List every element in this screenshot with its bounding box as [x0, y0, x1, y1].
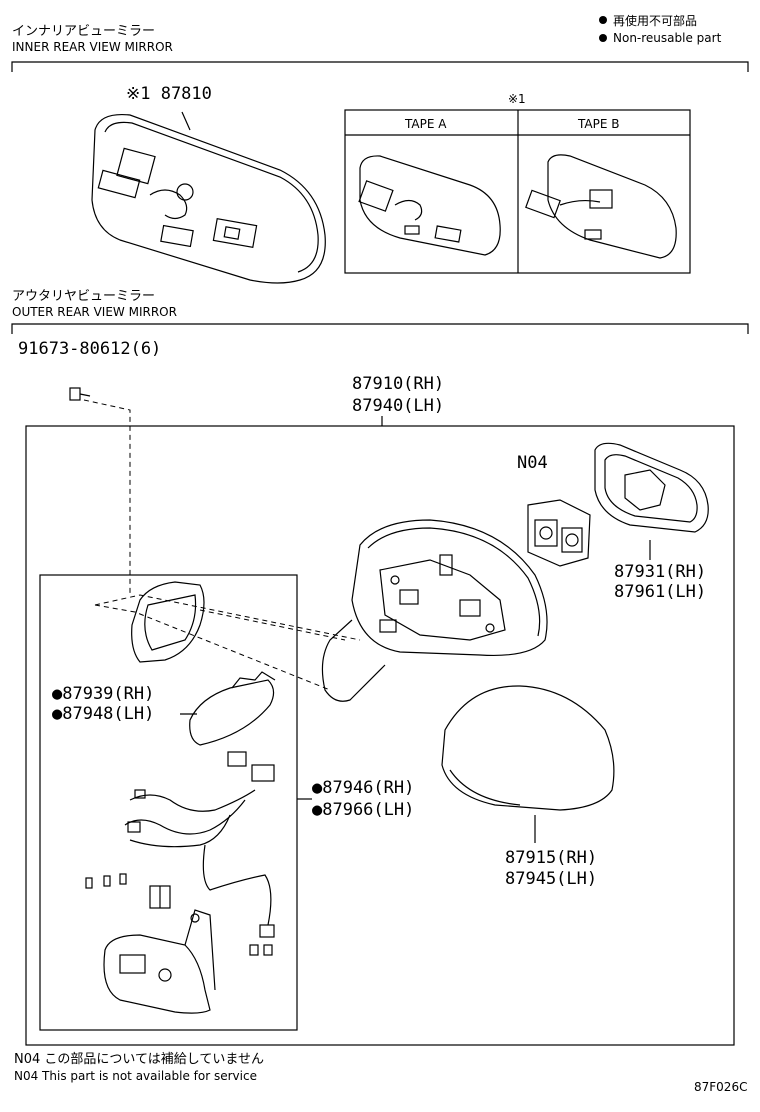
inner-section-rule: [11, 61, 749, 72]
lamp-lh-part-number: ●87948(LH): [52, 704, 155, 724]
cover-rh-part-number: 87915(RH): [505, 848, 598, 868]
screw-dash-line: [83, 399, 131, 595]
tape-b-mirror-drawing: [525, 154, 677, 259]
assy-rh-part-number: 87910(RH): [352, 374, 445, 394]
lamp-rh-part-number: ●87939(RH): [52, 684, 155, 704]
motor-drawing: [527, 499, 591, 567]
outer-title-jp: アウタリヤビューミラー: [12, 289, 156, 304]
glass-lh-part-number: 87961(LH): [614, 582, 707, 602]
screw-part-number: 91673-80612(6): [18, 339, 162, 359]
inner-mirror-drawing: [91, 111, 326, 284]
outer-assy-box: [25, 425, 735, 1046]
diagram-code: 87F026C: [694, 1080, 748, 1094]
glass-rh-part-number: 87931(RH): [614, 562, 707, 582]
lamp-frame-drawing: [131, 581, 205, 663]
clip-drawing: [149, 885, 171, 909]
small-screws-drawing: [85, 873, 127, 889]
inner-title-jp: インナリアビューミラー: [12, 24, 156, 39]
side-lamp-drawing: [189, 671, 276, 746]
n04-label: N04: [517, 453, 548, 473]
legend-bullet-2: [599, 34, 607, 42]
legend-en: Non-reusable part: [613, 31, 722, 45]
tape-a-mirror-drawing: [358, 155, 501, 256]
legend-jp: 再使用不可部品: [613, 14, 698, 28]
mirror-cover-drawing: [441, 685, 615, 811]
mirror-housing-drawing: [321, 519, 548, 702]
screw-drawing: [69, 387, 91, 401]
inner-mirror-part-number: ※1 87810: [126, 84, 212, 104]
inner-title-en: INNER REAR VIEW MIRROR: [12, 40, 173, 54]
outer-title-en: OUTER REAR VIEW MIRROR: [12, 305, 177, 319]
outer-section-rule: [11, 323, 749, 334]
footer-note-jp: N04 この部品については補給していません: [14, 1052, 264, 1067]
sub-assy-box: [39, 574, 298, 1031]
cover-lh-part-number: 87945(LH): [505, 869, 598, 889]
tape-a-header: TAPE A: [405, 117, 447, 131]
assy-lh-part-number: 87940(LH): [352, 396, 445, 416]
mirror-glass-drawing: [594, 442, 709, 533]
footer-note-en: N04 This part is not available for servi…: [14, 1069, 257, 1083]
bracket-drawing: [103, 909, 216, 1014]
harness-rh-part-number: ●87946(RH): [312, 778, 415, 798]
wire-harness-drawing: [124, 751, 275, 956]
tape-b-header: TAPE B: [578, 117, 620, 131]
legend-bullet-1: [599, 16, 607, 24]
harness-lh-part-number: ●87966(LH): [312, 800, 415, 820]
tape-note-ref: ※1: [508, 92, 526, 106]
